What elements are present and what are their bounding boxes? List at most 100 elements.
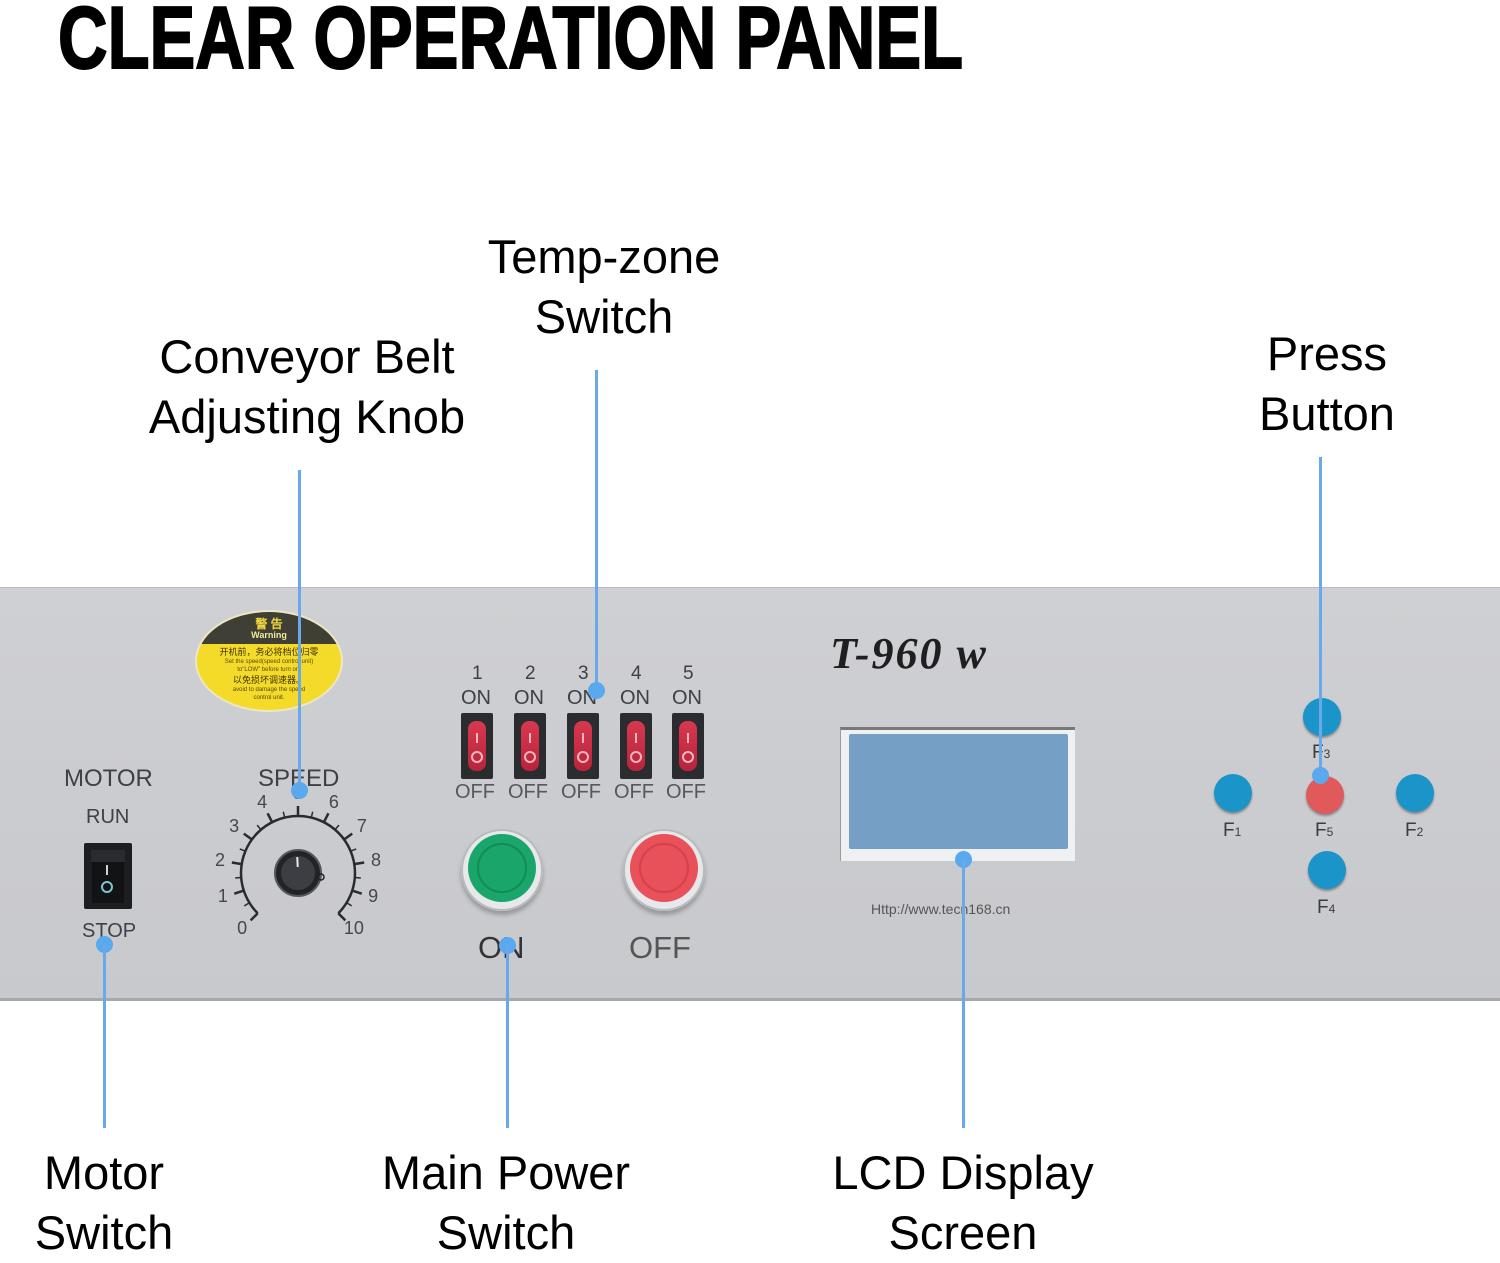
zone-number: 1 [472,663,483,685]
zone-off-label: OFF [561,781,601,804]
dial-minor-tick [347,903,352,906]
rocker-off-symbol [630,751,642,763]
leader-dot-press-button [1312,767,1329,784]
zone-rocker [679,721,697,771]
f1-letter: F [1223,820,1235,841]
rocker-on-symbol [582,733,584,743]
warning-text: Set the speed(speed control unit) [197,659,341,666]
dial-minor-tick [244,903,249,906]
dial-minor-tick [257,825,261,830]
dial-tick-label: 2 [210,850,230,871]
zone-switch-4[interactable] [620,713,652,779]
callout-line: Main Power [356,1143,656,1203]
leader-line-lcd [962,859,965,1128]
dial-tick-label: 10 [344,918,364,939]
dial-major-tick [234,891,244,894]
f1-label: F1 [1223,820,1241,842]
f5-letter: F [1315,820,1327,841]
power-off-cap [630,834,698,902]
zone-on-label: ON [514,687,544,710]
rocker-on-symbol [106,865,108,875]
dial-tick-label: 4 [252,792,272,813]
model-name: T-960 w [830,628,988,679]
dial-major-tick [244,834,252,840]
zone-switch-1[interactable] [461,713,493,779]
rocker-off-symbol [471,751,483,763]
zone-number: 5 [683,663,694,685]
callout-line: Switch [4,1203,204,1263]
callout-lcd-display: LCD Display Screen [808,1143,1118,1263]
f5-label: F5 [1315,820,1333,842]
callout-line: Switch [454,287,754,347]
power-off-ring [639,843,689,893]
callout-line: Screen [808,1203,1118,1263]
zone-off-label: OFF [455,781,495,804]
warning-heading-en: Warning [197,630,341,640]
f1-button[interactable] [1214,774,1252,812]
warning-text: avoid to damage the speed [197,687,341,694]
power-on-cap [468,834,536,902]
zone-switch-3[interactable] [567,713,599,779]
leader-dot-conveyor-knob [291,782,308,799]
motor-switch[interactable] [84,843,132,909]
leader-line-temp-zone [595,370,598,690]
warning-text: 开机前，务必将档位归零 [197,647,341,657]
callout-temp-zone: Temp-zone Switch [454,227,754,347]
lcd-screen [849,734,1068,849]
callout-line: Press [1227,324,1427,384]
f1-sub: 1 [1235,825,1242,839]
dial-tick-label: 3 [224,816,244,837]
rocker-on-symbol [529,733,531,743]
leader-dot-temp-zone [588,682,605,699]
zone-rocker [574,721,592,771]
callout-line: Adjusting Knob [137,387,477,447]
leader-line-conveyor-knob [298,470,301,790]
power-off-button[interactable] [623,829,705,911]
motor-run-label: RUN [86,806,129,829]
warning-label: 警 告 Warning 开机前，务必将档位归零 Set the speed(sp… [197,612,341,710]
f2-sub: 2 [1417,825,1424,839]
dial-major-tick [232,863,242,865]
lcd-url: Http://www.tecn168.cn [871,901,1010,917]
callout-line: Switch [356,1203,656,1263]
zone-on-label: ON [672,687,702,710]
dial-minor-tick [351,849,357,851]
zone-switch-5[interactable] [672,713,704,779]
f4-letter: F [1317,897,1329,918]
dial-tick-label: 6 [324,792,344,813]
zone-rocker [627,721,645,771]
callout-line: Motor [4,1143,204,1203]
warning-text: 以免损坏调速器。 [197,675,341,685]
zone-off-label: OFF [508,781,548,804]
zone-off-label: OFF [614,781,654,804]
rocker-on-symbol [635,733,637,743]
dial-tick-label: 7 [352,816,372,837]
callout-motor-switch: Motor Switch [4,1143,204,1263]
dial-major-tick [352,891,362,894]
warning-text: control unit. [197,695,341,702]
dial-tick-label: 8 [366,850,386,871]
f4-button[interactable] [1308,851,1346,889]
callout-conveyor-knob: Conveyor Belt Adjusting Knob [137,327,477,447]
lcd-frame [840,727,1075,861]
rocker-off-symbol [524,751,536,763]
rocker-top [91,850,125,863]
zone-off-label: OFF [666,781,706,804]
power-on-ring [477,843,527,893]
f3-button[interactable] [1303,698,1341,736]
dial-major-tick [324,813,329,822]
zone-number: 4 [631,663,642,685]
f4-label: F4 [1317,897,1335,919]
leader-line-press-button [1319,457,1322,775]
zone-switch-2[interactable] [514,713,546,779]
callout-main-power: Main Power Switch [356,1143,656,1263]
zone-number: 3 [578,663,589,685]
f2-button[interactable] [1396,774,1434,812]
rocker-on-symbol [476,733,478,743]
dial-tick-label: 9 [363,886,383,907]
zone-rocker [521,721,539,771]
dial-tick-label: 1 [213,886,233,907]
dial-tick-label: 0 [232,918,252,939]
power-on-button[interactable] [461,829,543,911]
callout-line: LCD Display [808,1143,1118,1203]
